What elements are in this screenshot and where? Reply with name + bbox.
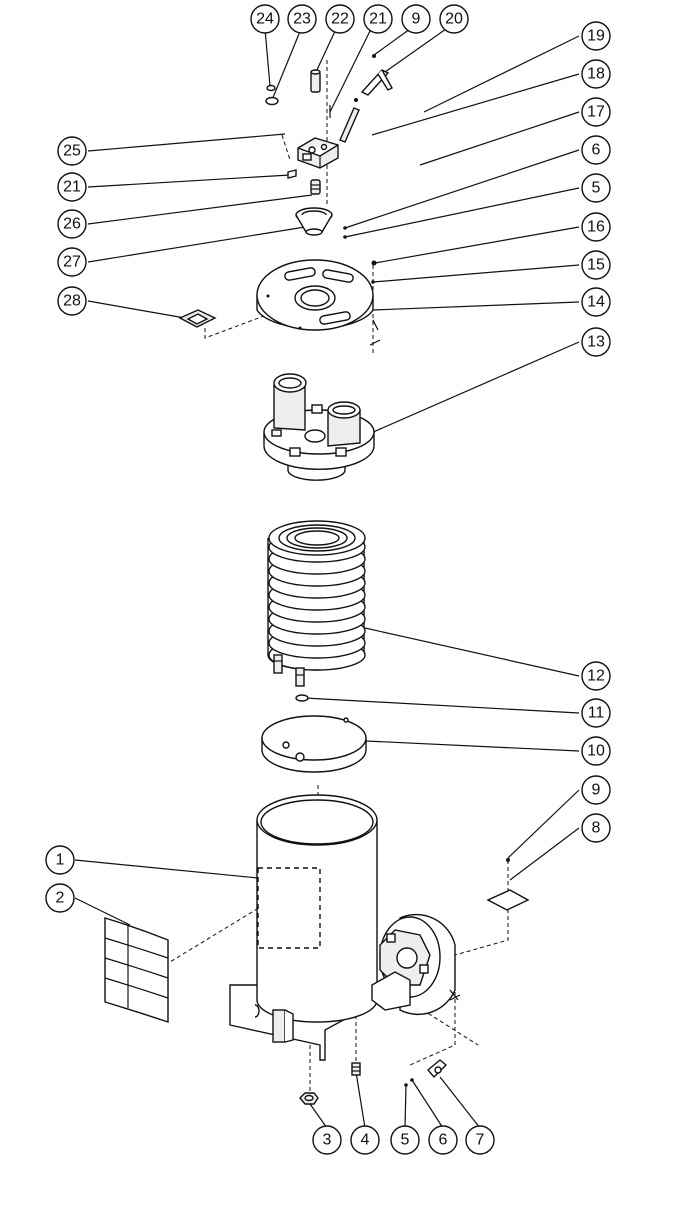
svg-text:19: 19 (587, 28, 605, 45)
panel-2 (104, 917, 169, 1023)
callout-18: 18 (581, 59, 611, 89)
plate-28 (178, 309, 217, 328)
callout-23: 23 (287, 4, 317, 34)
tank-1 (229, 794, 381, 1061)
callout-24: 24 (250, 4, 280, 34)
pump-assembly (371, 858, 530, 1087)
callout-5: 5 (581, 173, 611, 203)
leader-lines (74, 28, 580, 1129)
callout-11: 11 (581, 698, 611, 728)
coil-12 (267, 520, 366, 687)
screw-4 (351, 1062, 361, 1076)
callout-5-bottom: 5 (390, 1125, 420, 1155)
svg-text:18: 18 (587, 66, 605, 83)
callout-21-left: 21 (57, 172, 87, 202)
svg-text:27: 27 (63, 254, 81, 271)
svg-text:26: 26 (63, 216, 81, 233)
callout-17: 17 (581, 97, 611, 127)
callout-9: 9 (401, 4, 431, 34)
funnel-27 (295, 207, 333, 236)
svg-text:6: 6 (439, 1132, 448, 1149)
sleeve-22 (310, 71, 321, 93)
manifold-block-17 (297, 137, 339, 169)
callout-27: 27 (57, 247, 87, 277)
o-ring-24 (266, 84, 276, 92)
svg-text:6: 6 (592, 142, 601, 159)
svg-text:7: 7 (476, 1132, 485, 1149)
callout-13: 13 (581, 327, 611, 357)
callout-2: 2 (45, 883, 75, 913)
svg-text:17: 17 (587, 104, 605, 121)
callout-28: 28 (57, 286, 87, 316)
svg-text:12: 12 (587, 668, 605, 685)
svg-text:16: 16 (587, 219, 605, 236)
callout-4: 4 (350, 1125, 380, 1155)
svg-text:3: 3 (323, 1132, 332, 1149)
svg-text:4: 4 (361, 1132, 370, 1149)
callout-19: 19 (581, 21, 611, 51)
callout-21: 21 (363, 4, 393, 34)
top-small-parts (265, 54, 393, 284)
svg-text:15: 15 (587, 257, 605, 274)
callout-22: 22 (325, 4, 355, 34)
callout-16: 16 (581, 212, 611, 242)
svg-text:21: 21 (369, 11, 387, 28)
callout-6: 6 (581, 135, 611, 165)
callout-1: 1 (45, 845, 75, 875)
callout-14: 14 (581, 287, 611, 317)
svg-text:28: 28 (63, 293, 81, 310)
svg-text:5: 5 (592, 180, 601, 197)
svg-text:1: 1 (56, 852, 65, 869)
svg-text:23: 23 (293, 11, 311, 28)
disc-10 (261, 715, 367, 773)
svg-text:2: 2 (56, 890, 65, 907)
o-ring-11 (295, 694, 309, 702)
bottom-small-parts (299, 1062, 361, 1105)
callout-12: 12 (581, 661, 611, 691)
svg-text:8: 8 (592, 820, 601, 837)
svg-text:11: 11 (588, 705, 605, 722)
svg-text:22: 22 (331, 11, 349, 28)
callout-25: 25 (57, 136, 87, 166)
callout-3: 3 (312, 1125, 342, 1155)
callouts: 24 23 22 21 9 20 19 18 17 6 5 16 15 14 1… (45, 4, 611, 1155)
fitting-26 (310, 179, 321, 195)
svg-text:25: 25 (63, 143, 81, 160)
svg-text:24: 24 (256, 11, 274, 28)
svg-text:10: 10 (587, 743, 605, 760)
svg-text:21: 21 (63, 179, 81, 196)
callout-26: 26 (57, 209, 87, 239)
callout-9-lower: 9 (581, 775, 611, 805)
callout-10: 10 (581, 736, 611, 766)
svg-text:9: 9 (592, 782, 601, 799)
svg-text:5: 5 (401, 1132, 410, 1149)
callout-20: 20 (439, 4, 469, 34)
callout-6-bottom: 6 (428, 1125, 458, 1155)
callout-15: 15 (581, 250, 611, 280)
svg-text:14: 14 (587, 294, 605, 311)
svg-text:13: 13 (587, 334, 605, 351)
washer-23 (265, 96, 279, 106)
rod-18 (339, 107, 360, 143)
gasket-8 (486, 889, 530, 911)
svg-text:9: 9 (412, 11, 421, 28)
lid-14 (256, 259, 381, 346)
insert-13 (263, 373, 375, 481)
svg-text:20: 20 (445, 11, 463, 28)
callout-7: 7 (465, 1125, 495, 1155)
callout-8: 8 (581, 813, 611, 843)
